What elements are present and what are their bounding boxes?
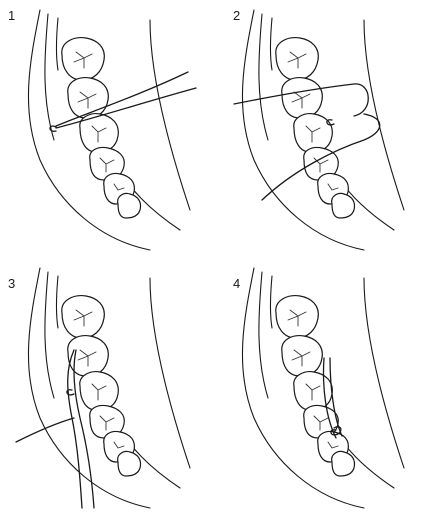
panel-step-4: 4: [214, 258, 427, 515]
teeth-row: [276, 38, 355, 218]
teeth-row: [62, 38, 141, 218]
panel-step-2: 2: [214, 0, 427, 257]
dental-illustration: [214, 0, 427, 257]
teeth-row: [276, 296, 355, 476]
panel-step-3: 3: [0, 258, 213, 515]
teeth-row: [62, 296, 141, 476]
dental-illustration: [0, 0, 213, 257]
dental-illustration: [0, 258, 213, 515]
dental-illustration: [214, 258, 427, 515]
panel-step-1: 1: [0, 0, 213, 257]
